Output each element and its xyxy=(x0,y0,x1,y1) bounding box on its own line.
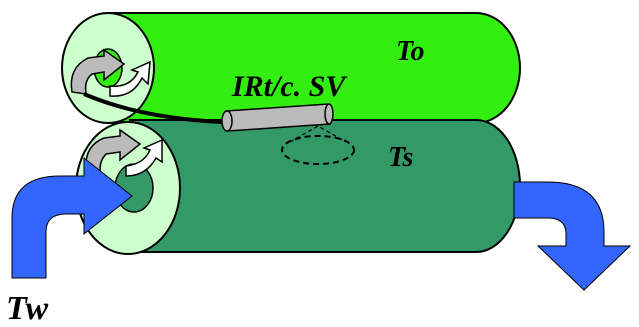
ts-spot xyxy=(281,125,355,165)
top-roller-body xyxy=(107,12,521,124)
sensor-cable xyxy=(83,92,223,124)
ir-sensor xyxy=(221,103,334,132)
ts-label: Ts xyxy=(388,142,414,173)
bottom-roller-body xyxy=(129,119,521,253)
top-rotation-arrow-icon xyxy=(70,48,151,97)
water-out-arrow-icon xyxy=(513,181,632,291)
to-label: To xyxy=(396,36,425,67)
sensor-label: IRt/c. SV xyxy=(231,70,348,103)
water-in-arrow-icon xyxy=(11,156,133,279)
tw-label: Tw xyxy=(6,290,49,327)
bottom-rotation-arrow-icon xyxy=(85,128,163,177)
